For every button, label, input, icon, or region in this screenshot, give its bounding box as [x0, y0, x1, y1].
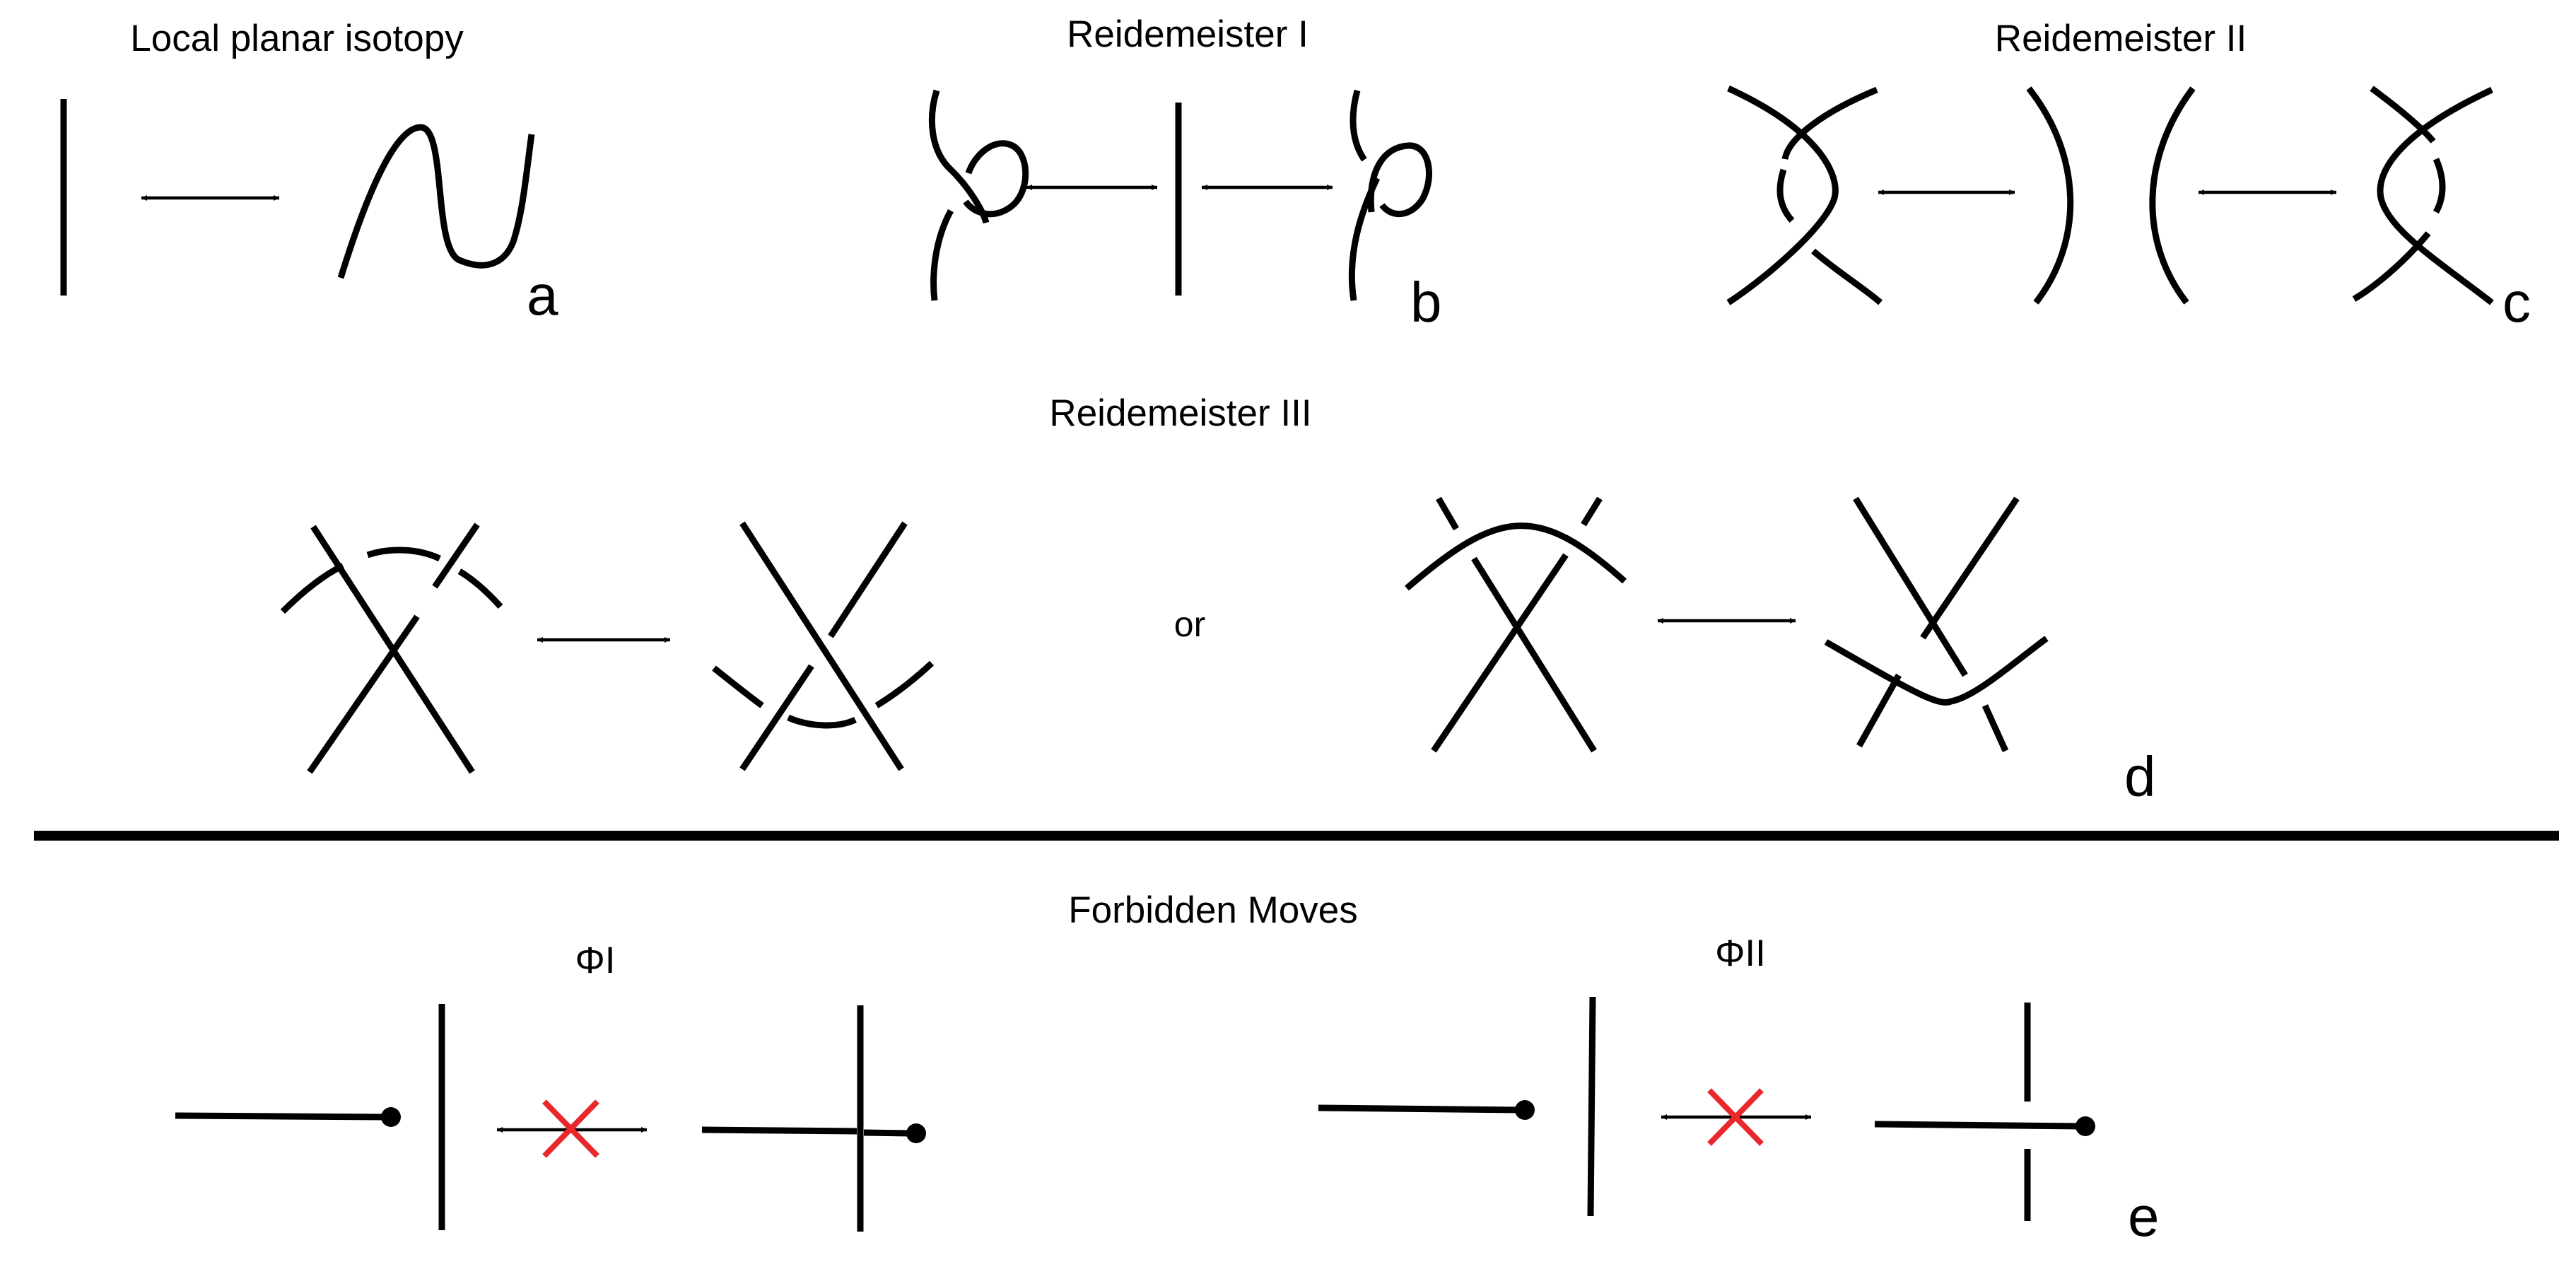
- arc-left: [2026, 86, 2074, 305]
- panel-c-reidemeister-2: c: [1726, 85, 2531, 334]
- vertex-dot-icon: [906, 1123, 926, 1143]
- label-c: c: [2502, 271, 2531, 334]
- panel-d-reidemeister-3: or d: [280, 496, 2156, 808]
- arc-right: [2149, 86, 2196, 305]
- label-or: or: [1174, 604, 1205, 644]
- vertex-dot-icon: [1515, 1100, 1535, 1120]
- panel-a-planar-isotopy: a: [60, 99, 558, 327]
- title-reidemeister-1: Reidemeister I: [1067, 13, 1309, 55]
- r3-config-2-right: [1824, 496, 2049, 752]
- label-a: a: [527, 264, 558, 327]
- bigon-left: [1726, 85, 1883, 305]
- r3-config-1-right: [712, 521, 935, 771]
- kink-right: [1348, 89, 1433, 301]
- label-d: d: [2124, 745, 2156, 808]
- r3-config-2-left: [1405, 496, 1627, 753]
- panel-b-reidemeister-1: b: [928, 89, 1442, 334]
- r3-config-1-left: [280, 522, 503, 774]
- title-phi-1: ΦI: [575, 940, 615, 981]
- forbidden-red-x-icon: [1707, 1088, 1764, 1146]
- phi-1-move: [175, 1004, 926, 1232]
- vertex-dot-icon: [381, 1107, 401, 1127]
- wiggled-strand: [337, 124, 535, 279]
- title-reidemeister-2: Reidemeister II: [1995, 18, 2247, 59]
- bigon-right: [2352, 86, 2494, 305]
- title-forbidden-moves: Forbidden Moves: [1068, 889, 1357, 931]
- title-reidemeister-3: Reidemeister III: [1049, 392, 1311, 434]
- title-phi-2: ΦII: [1715, 933, 1766, 974]
- phi-2-move: [1318, 996, 2095, 1221]
- forbidden-red-x-icon: [542, 1099, 599, 1158]
- title-local-planar-isotopy: Local planar isotopy: [130, 18, 464, 59]
- vertex-dot-icon: [2076, 1116, 2095, 1136]
- label-b: b: [1410, 271, 1442, 334]
- panel-e-forbidden-moves: e: [175, 996, 2160, 1248]
- kink-left: [928, 89, 1029, 301]
- label-e: e: [2128, 1185, 2160, 1248]
